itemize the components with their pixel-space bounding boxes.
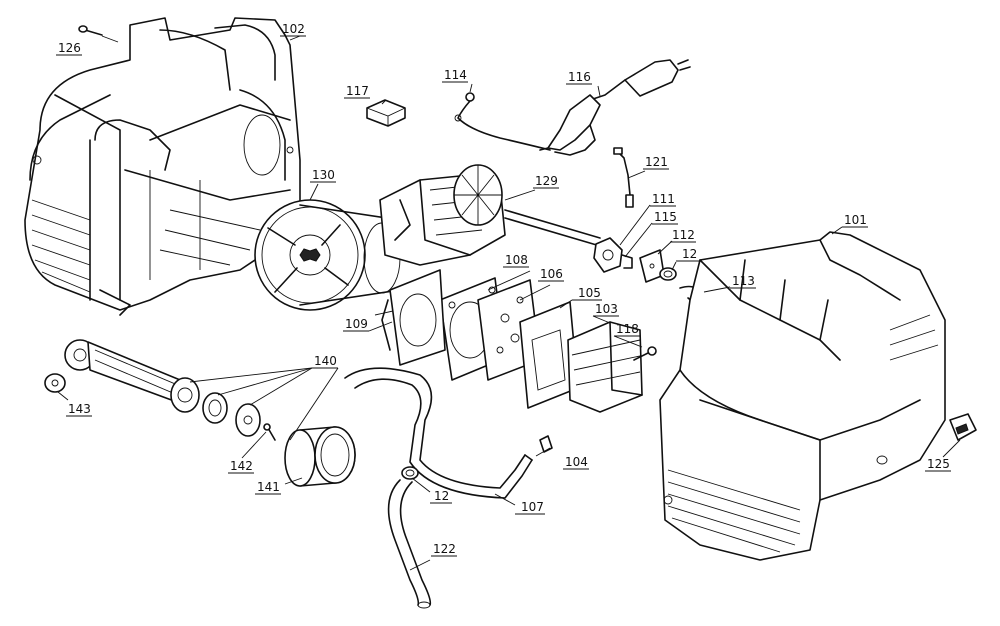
compressor-body <box>381 269 446 366</box>
callout-113: 113 <box>732 274 755 288</box>
power-cord-116 <box>539 59 691 156</box>
callout-109: 109 <box>345 317 368 331</box>
callout-125: 125 <box>927 457 950 471</box>
callout-101: 101 <box>844 213 867 227</box>
callout-129: 129 <box>535 174 558 188</box>
callout-103: 103 <box>595 302 618 316</box>
callout-12-upper: 12 <box>682 247 697 261</box>
screw-118 <box>633 346 657 361</box>
switch-111 <box>593 237 633 273</box>
washer-143 <box>44 373 66 393</box>
cylinder-sleeve-141 <box>284 426 356 487</box>
callout-142: 142 <box>230 459 253 473</box>
motor-129 <box>379 164 601 266</box>
callout-121: 121 <box>645 155 668 169</box>
callout-118: 118 <box>616 322 639 336</box>
callout-12-lower: 12 <box>434 489 449 503</box>
callout-140: 140 <box>314 354 337 368</box>
callout-112: 112 <box>672 228 695 242</box>
cylinder-head-103 <box>567 321 643 413</box>
callout-115: 115 <box>654 210 677 224</box>
wire-121 <box>613 147 634 208</box>
callout-141: 141 <box>257 480 280 494</box>
connecting-rod-140 <box>64 339 261 437</box>
belt-pulley-130 <box>254 199 401 311</box>
callout-102: 102 <box>282 22 305 36</box>
screw-142 <box>263 423 276 441</box>
screw-126 <box>78 25 103 36</box>
callout-122: 122 <box>433 542 456 556</box>
callout-105: 105 <box>578 286 601 300</box>
callout-116: 116 <box>568 70 591 84</box>
clamp-12-lower <box>401 466 419 480</box>
clamp-12-upper <box>659 267 677 281</box>
right-housing-101 <box>659 231 946 561</box>
callout-111: 111 <box>652 192 675 206</box>
callout-108: 108 <box>505 253 528 267</box>
leader-lines <box>57 35 961 571</box>
callout-126: 126 <box>58 41 81 55</box>
ground-wire-114 <box>454 92 551 151</box>
left-housing-102 <box>24 17 301 316</box>
callout-130: 130 <box>312 168 335 182</box>
callout-104: 104 <box>565 455 588 469</box>
callout-labels: 102 126 114 116 117 130 129 121 111 115 … <box>56 22 951 557</box>
hose-122 <box>387 479 432 609</box>
clip-104 <box>539 435 553 453</box>
switch-125 <box>949 413 977 441</box>
callout-106: 106 <box>540 267 563 281</box>
outlet-tube-107 <box>344 367 533 499</box>
callout-107: 107 <box>521 500 544 514</box>
callout-117: 117 <box>346 84 369 98</box>
callout-143: 143 <box>68 402 91 416</box>
pad-117 <box>366 99 406 127</box>
callout-114: 114 <box>444 68 467 82</box>
